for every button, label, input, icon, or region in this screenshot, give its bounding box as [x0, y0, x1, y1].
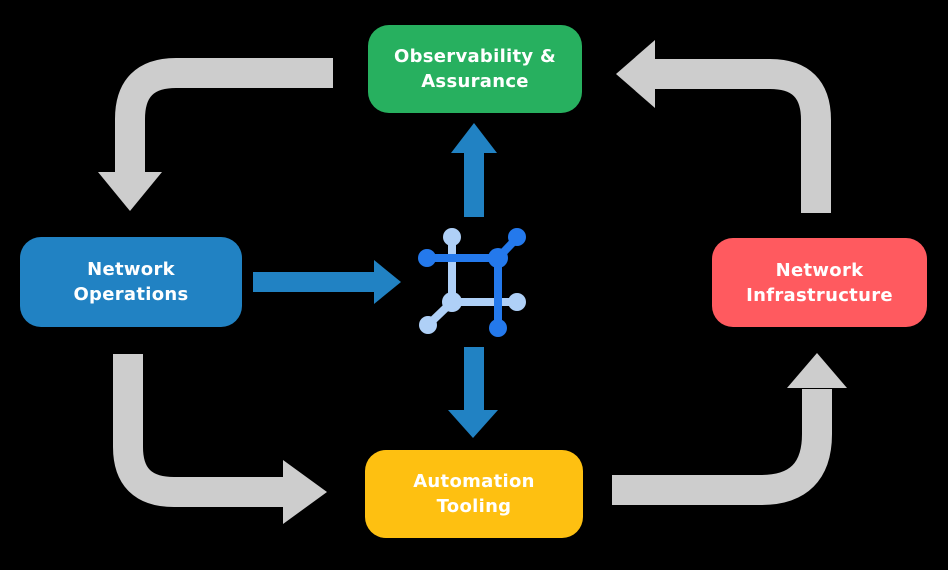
arrow-infrastructure-to-observability	[616, 40, 831, 213]
icon-node-bottom-left	[419, 316, 437, 334]
arrow-head-right	[283, 460, 327, 524]
icon-node-top-right	[508, 228, 526, 246]
icon-light-elements	[419, 228, 526, 334]
arrow-shaft	[113, 354, 284, 507]
arrow-automation-to-infrastructure	[612, 353, 847, 505]
arrow-head-right	[374, 260, 401, 304]
icon-dark-elements	[418, 228, 526, 337]
network-fabric-icon	[418, 228, 526, 337]
icon-node-left	[418, 249, 436, 267]
arrow-head-up	[787, 353, 847, 388]
automation-tooling-node: Automation Tooling	[365, 450, 583, 538]
arrow-center-to-observability	[451, 123, 497, 217]
arrow-operations-to-automation	[113, 354, 327, 524]
arrow-shaft	[612, 389, 832, 505]
arrow-shaft	[655, 59, 831, 213]
icon-node-bottom	[489, 319, 507, 337]
arrow-shaft	[115, 58, 333, 176]
network-infrastructure-label: Network Infrastructure	[746, 259, 893, 306]
icon-node-right	[508, 293, 526, 311]
icon-node-top	[443, 228, 461, 246]
automation-tooling-label: Automation Tooling	[413, 471, 535, 517]
network-operations-node: Network Operations	[20, 237, 242, 327]
arrow-head-left	[616, 40, 655, 108]
arrow-head-up	[451, 123, 497, 153]
icon-joint-bottom-left	[442, 292, 462, 312]
arrow-head-down	[98, 172, 162, 211]
network-operations-label: Network Operations	[73, 259, 189, 305]
network-infrastructure-node: Network Infrastructure	[712, 238, 927, 327]
arrow-operations-to-center	[253, 260, 401, 304]
arrow-center-to-automation	[448, 347, 498, 438]
arrow-head-down	[448, 410, 498, 438]
icon-joint-top-right	[488, 248, 508, 268]
observability-assurance-label: Observability & Assurance	[393, 46, 557, 92]
observability-assurance-node: Observability & Assurance	[368, 25, 582, 113]
arrow-observability-to-operations	[98, 58, 333, 211]
